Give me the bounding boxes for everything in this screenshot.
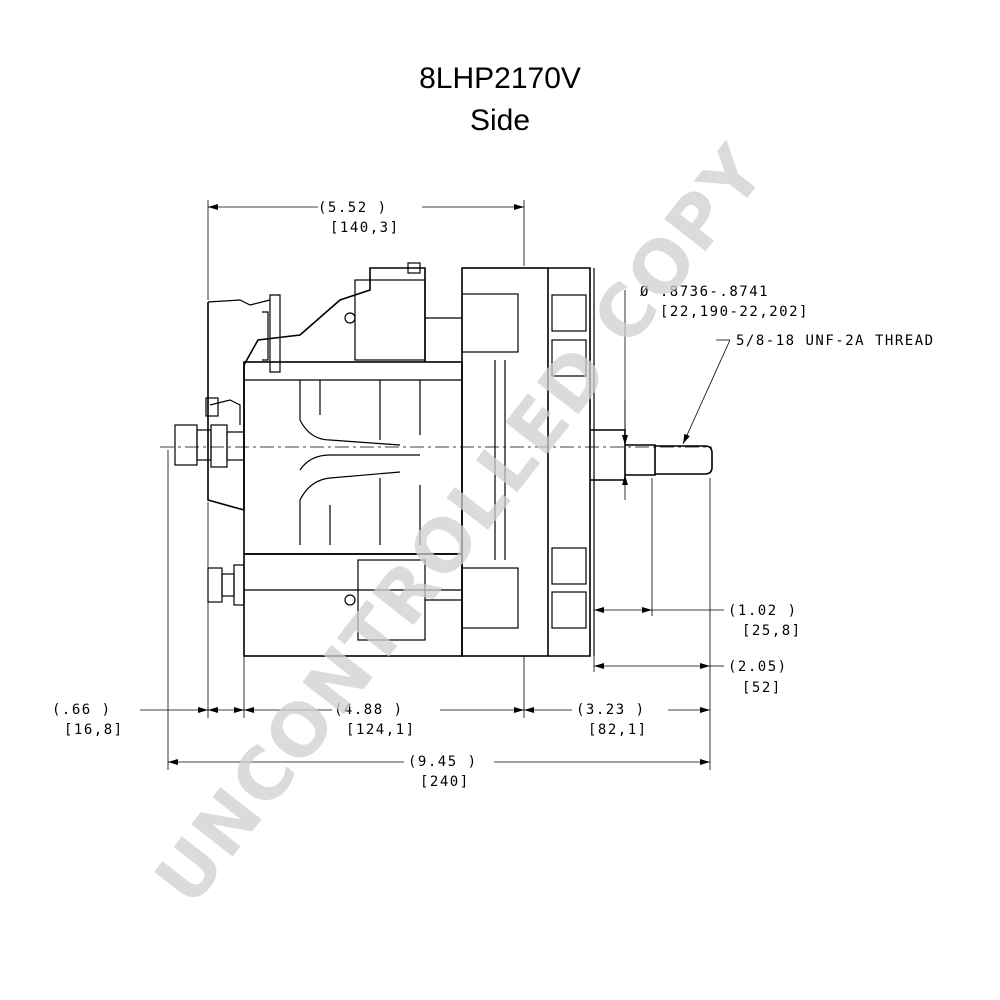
dim-9-45-inch: (9.45 ) — [408, 754, 478, 770]
dim-0-66-mm: [16,8] — [64, 722, 124, 738]
dim-1-02-inch: (1.02 ) — [728, 603, 798, 619]
alternator-body — [160, 262, 713, 657]
dim-3-23-inch: (3.23 ) — [576, 702, 646, 718]
dim-5-52-inch: (5.52 ) — [318, 200, 388, 216]
dim-shaft-diameter-mm: [22,190-22,202] — [660, 304, 809, 320]
dimension-lines — [140, 204, 731, 765]
dim-5-52-mm: [140,3] — [330, 220, 400, 236]
dim-4-88-inch: (4.88 ) — [334, 702, 404, 718]
dimension-labels: (5.52 ) [140,3] Ø .8736-.8741 [22,190-22… — [52, 200, 935, 790]
uncontrolled-copy-watermark: UNCONTROLLED COPY — [139, 129, 782, 919]
dim-9-45-mm: [240] — [420, 774, 470, 790]
dim-shaft-diameter-inch: Ø .8736-.8741 — [640, 284, 769, 300]
dim-2-05-mm: [52] — [742, 680, 782, 696]
thread-callout: 5/8-18 UNF-2A THREAD — [736, 333, 935, 349]
dim-2-05-inch: (2.05) — [728, 659, 788, 675]
dim-1-02-mm: [25,8] — [742, 623, 802, 639]
dim-3-23-mm: [82,1] — [588, 722, 648, 738]
view-title: Side — [470, 104, 530, 137]
dim-4-88-mm: [124,1] — [346, 722, 416, 738]
dim-0-66-inch: (.66 ) — [52, 702, 112, 718]
part-number-title: 8LHP2170V — [419, 62, 581, 95]
